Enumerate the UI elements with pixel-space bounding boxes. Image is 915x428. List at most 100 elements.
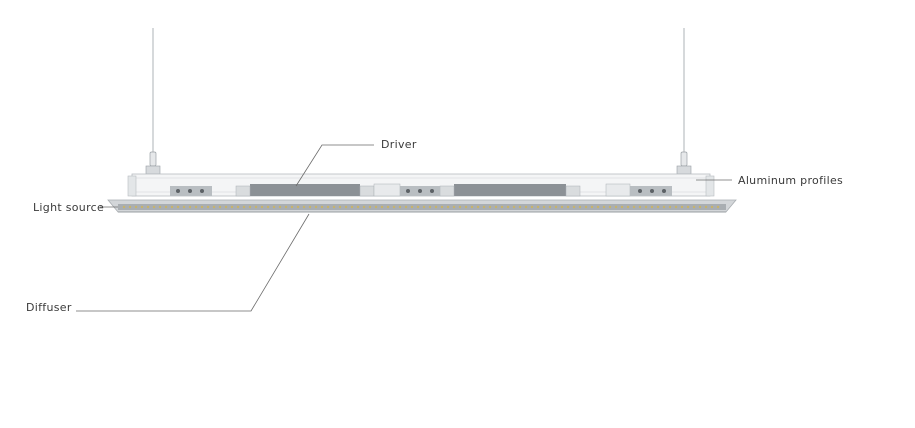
led-dot [518, 205, 522, 209]
leader-lines [76, 144, 732, 312]
led-dot [140, 205, 144, 209]
led-dot [590, 205, 594, 209]
led-dot [302, 205, 306, 209]
led-dot [230, 205, 234, 209]
led-dot [542, 205, 546, 209]
led-dot [686, 205, 690, 209]
led-dot [602, 205, 606, 209]
diffuser-leader-line [76, 213, 310, 312]
led-dot [194, 205, 198, 209]
led-dot [632, 205, 636, 209]
led-dot [404, 205, 408, 209]
led-dot [176, 205, 180, 209]
led-dot [716, 205, 720, 209]
led-dot [584, 205, 588, 209]
led-dot [332, 205, 336, 209]
led-dot [272, 205, 276, 209]
led-dot [248, 205, 252, 209]
led-dot [512, 205, 516, 209]
led-dot [626, 205, 630, 209]
led-dot [128, 205, 132, 209]
led-dot [656, 205, 660, 209]
led-dot [428, 205, 432, 209]
led-dot [440, 205, 444, 209]
led-dot [698, 205, 702, 209]
led-dot [554, 205, 558, 209]
led-dot [620, 205, 624, 209]
led-dot [200, 205, 204, 209]
led-dot [170, 205, 174, 209]
led-dot [182, 205, 186, 209]
led-dot [164, 205, 168, 209]
led-dot [284, 205, 288, 209]
led-dot [374, 205, 378, 209]
led-dot [506, 205, 510, 209]
led-dot [212, 205, 216, 209]
led-dot [692, 205, 696, 209]
led-dot [386, 205, 390, 209]
led-dot [674, 205, 678, 209]
led-dot [458, 205, 462, 209]
led-dot [530, 205, 534, 209]
led-dot [338, 205, 342, 209]
led-dot [704, 205, 708, 209]
aluminum-profiles-label: Aluminum profiles [738, 174, 844, 187]
led-dot [392, 205, 396, 209]
led-dot [548, 205, 552, 209]
led-dot [476, 205, 480, 209]
driver-units [235, 183, 631, 197]
led-dot [422, 205, 426, 209]
led-dot [680, 205, 684, 209]
led-dot [452, 205, 456, 209]
led-dot [314, 205, 318, 209]
right-cable-gripper [680, 151, 688, 167]
driver-label: Driver [381, 138, 417, 151]
led-dot [464, 205, 468, 209]
driver-body-right [454, 184, 566, 196]
led-dot [536, 205, 540, 209]
led-dot [236, 205, 240, 209]
light-source-led-row [122, 205, 720, 209]
connector-blocks [170, 186, 672, 196]
diffuser-label: Diffuser [26, 301, 72, 314]
led-dot [416, 205, 420, 209]
led-dot [662, 205, 666, 209]
led-dot [596, 205, 600, 209]
diffuser-panel [107, 199, 737, 213]
led-dot [668, 205, 672, 209]
led-dot [578, 205, 582, 209]
led-dot [608, 205, 612, 209]
led-dot [146, 205, 150, 209]
led-dot [242, 205, 246, 209]
led-dot [296, 205, 300, 209]
led-dot [572, 205, 576, 209]
led-dot [350, 205, 354, 209]
led-dot [344, 205, 348, 209]
led-dot [482, 205, 486, 209]
led-dot [380, 205, 384, 209]
led-dot [188, 205, 192, 209]
led-dot [650, 205, 654, 209]
led-dot [524, 205, 528, 209]
led-dot [320, 205, 324, 209]
led-dot [362, 205, 366, 209]
led-dot [368, 205, 372, 209]
left-cable-gripper [149, 151, 157, 167]
suspension-cables [145, 28, 692, 175]
led-dot [638, 205, 642, 209]
driver-body-left [250, 184, 360, 196]
led-dot [206, 205, 210, 209]
driver-leader-line [295, 144, 374, 187]
led-dot [614, 205, 618, 209]
led-dot [326, 205, 330, 209]
led-dot [566, 205, 570, 209]
led-dot [122, 205, 126, 209]
led-dot [152, 205, 156, 209]
led-dot [356, 205, 360, 209]
led-dot [260, 205, 264, 209]
led-dot [266, 205, 270, 209]
led-dot [224, 205, 228, 209]
led-dot [158, 205, 162, 209]
led-dot [644, 205, 648, 209]
